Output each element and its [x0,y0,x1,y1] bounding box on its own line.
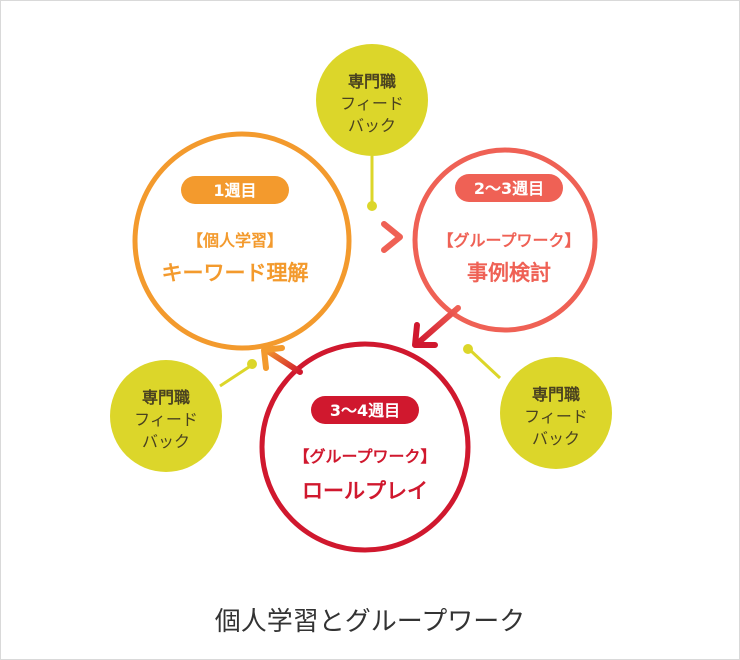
diagram-caption: 個人学習とグループワーク [214,607,526,637]
arrow-stage2-to-stage3 [412,305,461,348]
feedback-top-line-3: バック [348,116,396,135]
connector-top-dot [367,201,377,211]
arrow-stage1-to-stage2 [339,221,403,253]
stage-2-group: 【グループワーク】 [437,231,580,250]
feedback-top-line-1: 専門職 [348,72,396,91]
feedback-top-line-2: フィード [340,94,404,113]
feedback-right-line-3: バック [532,429,580,448]
feedback-right-line-1: 専門職 [532,385,580,404]
stage-1-group: 【個人学習】 [187,231,283,250]
week-pill-1 [181,176,289,204]
stage-1-title: キーワード理解 [162,261,309,285]
connector-right-dot [463,344,473,354]
feedback-circle-left [110,360,222,472]
stage-1-week: 1週目 [213,181,256,200]
feedback-connectors [219,156,502,388]
feedback-right-line-2: フィード [524,407,588,426]
feedback-left-line-3: バック [142,432,190,451]
week-pill-3 [311,396,419,424]
stage-circle-3 [259,341,471,553]
arrow-stage3-to-stage1 [261,345,303,375]
connector-left-dot [247,359,257,369]
feedback-left-line-1: 専門職 [142,388,190,407]
connector-right [468,348,502,380]
stage-3-title: ロールプレイ [302,479,428,503]
feedback-left-line-2: フィード [134,410,198,429]
stage-3-week: 3〜4週目 [330,401,400,420]
stage-3-group: 【グループワーク】 [293,447,436,466]
week-pill-2 [455,174,563,202]
feedback-circle-right [500,357,612,469]
stage-2-week: 2〜3週目 [474,179,544,198]
connector-left [219,363,253,388]
stage-2-title: 事例検討 [467,261,551,285]
feedback-circle-top [316,44,428,156]
